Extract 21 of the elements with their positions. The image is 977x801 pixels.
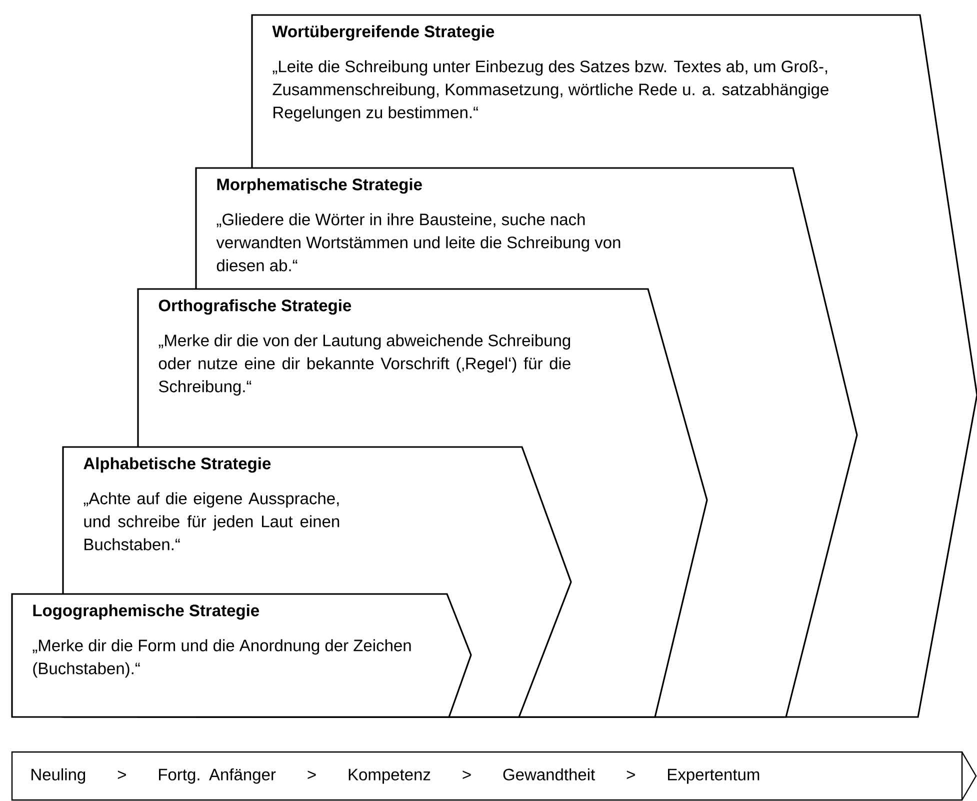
strategy-heading: Alphabetische Strategie — [84, 457, 271, 473]
stage-label: Neuling — [32, 768, 86, 784]
separator-symbol: > — [118, 770, 126, 780]
stage-label: Gewandtheit — [503, 768, 595, 780]
strategy-heading: Wortübergreifende Strategie — [272, 25, 494, 41]
separator-symbol: > — [462, 770, 471, 780]
progression-arrow — [11, 751, 977, 801]
stage-label: Kompetenz — [348, 768, 430, 784]
strategy-quote: „Merke dir die von der Lautung abweichende Schreibung oder nutze eine dir bekannte Vorschrift (‚Regel‘) für die Schreibung.“ — [158, 334, 570, 396]
stage-label: Fortg. Anfänger — [159, 768, 276, 784]
separator-symbol: > — [626, 770, 635, 780]
strategy-quote: „Merke dir die Form und die Anordnung der Zeichen (Buchstaben).“ — [32, 639, 411, 678]
strategy-quote: „Leite die Schreibung unter Einbezug des Satzes bzw. Textes ab, um Groß-, Zusammenschreibung, Kommasetzung, wörtliche Rede u. a. satzabhängige Regelungen zu bestimmen.“ — [272, 60, 828, 122]
separator-symbol: > — [308, 770, 316, 780]
stage-label: Expertentum — [668, 768, 760, 784]
strategy-heading: Logographemische Strategie — [33, 604, 259, 620]
strategy-heading: Morphematische Strategie — [217, 178, 422, 194]
chevron-box — [11, 593, 472, 718]
strategy-quote: „Gliedere die Wörter in ihre Bausteine, suche nach verwandten Wortstämmen und leite die Schreibung von diesen ab.“ — [216, 213, 620, 272]
strategy-heading: Orthografische Strategie — [158, 299, 352, 315]
strategy-quote: „Achte auf die eigene Aussprache, und schreibe für jeden Laut einen Buchstaben.“ — [84, 492, 340, 550]
